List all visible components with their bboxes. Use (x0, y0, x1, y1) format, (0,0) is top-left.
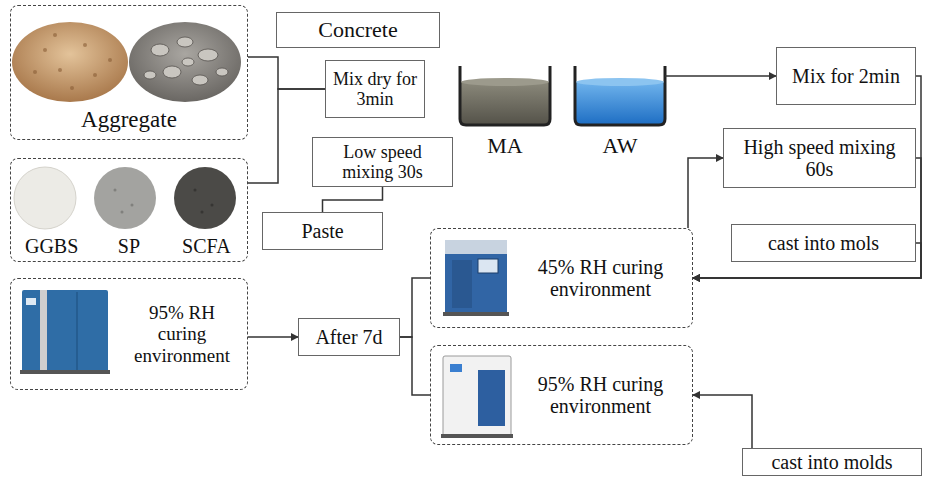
process-box: High speed mixing 60s (723, 128, 916, 188)
node-text: Paste (301, 220, 343, 242)
sp-image (94, 167, 156, 229)
process-box: Mix dry for 3min (325, 60, 425, 118)
node-text: Mix for 2min (792, 65, 900, 87)
node-text: Aggregate (81, 107, 177, 133)
ggbs-image (14, 167, 76, 229)
curing-box: 95% RH curing environment (430, 345, 693, 445)
flow-connector (248, 336, 298, 338)
node-text: cast into molds (771, 451, 892, 473)
process-box: After 7d (298, 318, 400, 356)
node-text: SCFA (171, 235, 241, 257)
flow-connector (693, 76, 921, 278)
flow-connector (400, 337, 430, 395)
process-box: Mix for 2min (776, 47, 916, 105)
node-text: After 7d (315, 326, 382, 348)
curing-box: 95% RH curing environment (10, 278, 248, 390)
node-text: 95% RH curing environment (515, 373, 686, 418)
curing-chamber (20, 290, 110, 374)
gravel-image (129, 22, 241, 102)
beaker (460, 66, 550, 125)
node-text: Low speed mixing 30s (319, 142, 446, 182)
title-box: Concrete (276, 12, 440, 48)
process-box: Low speed mixing 30s (312, 137, 453, 187)
curing-box: 45% RH curing environment (430, 228, 693, 328)
sand-image (12, 22, 128, 102)
node-text: GGBS (17, 235, 87, 257)
group-box: GGBS SP SCFA (10, 158, 248, 262)
node-text: 95% RH curing environment (123, 302, 241, 366)
curing-chamber (443, 240, 509, 316)
flow-connector (400, 278, 430, 337)
flow-connector (693, 395, 752, 448)
process-box: cast into mols (731, 224, 916, 262)
flow-connector (323, 187, 383, 212)
node-text: AW (603, 134, 638, 159)
flow-connector (248, 57, 325, 89)
node-text: cast into mols (768, 232, 879, 254)
process-box: cast into molds (742, 448, 922, 476)
node-text: SP (94, 235, 164, 257)
ma-surface (461, 78, 549, 86)
node-text: Concrete (318, 18, 397, 43)
beaker-node: AW (570, 62, 670, 162)
node-text: MA (487, 134, 522, 159)
group-box: Aggregate (10, 5, 248, 140)
ma-liquid (461, 82, 549, 124)
node-text: High speed mixing 60s (730, 136, 909, 181)
node-text: Mix dry for 3min (332, 69, 418, 109)
aw-liquid (576, 82, 664, 124)
node-text: 45% RH curing environment (515, 256, 686, 301)
aw-surface (576, 78, 664, 86)
flow-connector (665, 75, 776, 77)
process-box: Paste (262, 212, 383, 250)
flow-connector (688, 158, 723, 228)
beaker-node: MA (455, 62, 555, 162)
beaker (575, 66, 665, 125)
scfa-image (174, 167, 236, 229)
curing-chamber (441, 356, 513, 438)
